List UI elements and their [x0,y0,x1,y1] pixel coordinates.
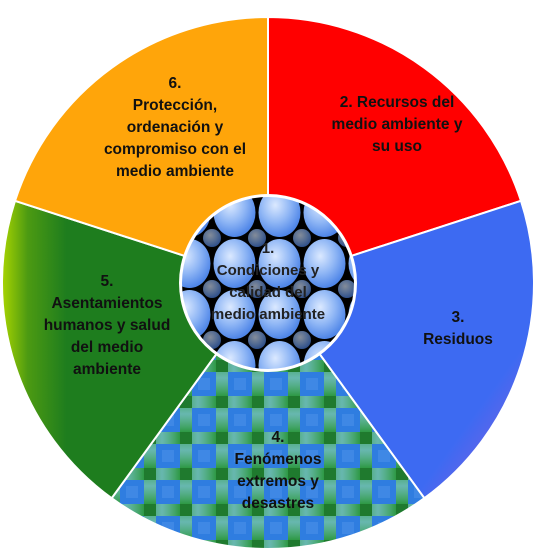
segment-5-line-2: Asentamientos [51,295,163,312]
center-label: 1. Condiciones y calidad del medio ambie… [203,238,333,326]
segment-4-line-1: 4. [271,429,285,446]
segment-5-line-5: ambiente [72,361,142,378]
segment-3-label: 3. Residuos [396,307,520,351]
segment-6-line-4: compromiso con el [103,141,247,158]
segment-2-line-2: medio ambiente y [331,116,463,133]
center-line-4: medio ambiente [210,306,326,323]
segment-6-line-1: 6. [168,75,182,92]
segment-2-line-1: 2. Recursos del [339,94,455,111]
center-circle [179,194,357,372]
segment-4-line-4: desastres [241,495,315,512]
segment-5-line-1: 5. [100,273,114,290]
segment-4-line-3: extremos y [237,473,319,490]
segment-2-label: 2. Recursos del medio ambiente y su uso [306,92,488,158]
segment-6-line-3: ordenación y [126,119,224,136]
segment-5-line-3: humanos y salud [43,317,171,334]
segment-4-label: 4. Fenómenos extremos y desastres [210,427,346,515]
segment-2-line-3: su uso [372,138,422,155]
center-line-3: calidad del [229,284,307,301]
segment-6-label: 6. Protección, ordenación y compromiso c… [82,73,268,183]
center-line-1: 1. [261,240,275,257]
segment-5-line-4: del medio [70,339,144,356]
segment-4-line-2: Fenómenos [234,451,322,468]
segment-3-line-2: Residuos [423,331,493,348]
segment-6-line-5: medio ambiente [116,163,234,180]
center-line-2: Condiciones y [216,262,320,279]
segment-6-line-2: Protección, [132,97,218,114]
segment-3-line-1: 3. [451,309,465,326]
segment-5-label: 5. Asentamientos humanos y salud del med… [22,271,192,381]
